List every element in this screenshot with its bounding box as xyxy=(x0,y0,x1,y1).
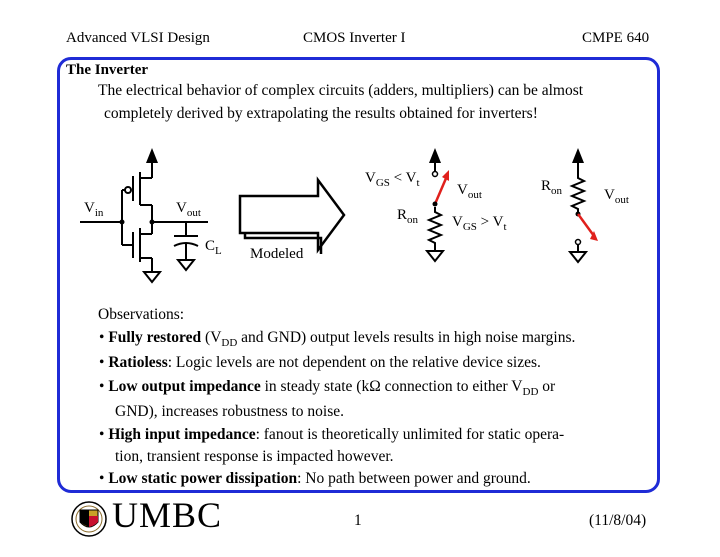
intro-line-2: completely derived by extrapolating the … xyxy=(104,105,538,122)
observations-heading: Observations: xyxy=(98,306,185,323)
vgs-greater-than-vt-label: VGS > Vt xyxy=(452,214,507,233)
slide-title: The Inverter xyxy=(66,62,149,78)
ground-icon xyxy=(424,250,446,263)
modeled-arrow-icon xyxy=(238,176,346,254)
bullet-low-output-impedance-cont: GND), increases robustness to noise. xyxy=(115,403,345,420)
ground-icon xyxy=(175,259,197,272)
load-capacitance-label: CL xyxy=(205,238,222,257)
vout-low-label: Vout xyxy=(604,187,629,206)
content-frame xyxy=(57,57,660,493)
bullet-low-output-impedance: • Low output impedance in steady state (… xyxy=(99,378,556,398)
ron-pmos-label: Ron xyxy=(541,178,563,197)
vout-high-label: Vout xyxy=(457,182,482,201)
vdd-arrow-icon xyxy=(572,148,584,163)
bullet-high-input-impedance-cont: tion, transient response is impacted how… xyxy=(115,448,394,465)
vgs-less-than-vt-label: VGS < Vt xyxy=(365,170,420,189)
umbc-logo-text: UMBC xyxy=(112,495,223,535)
header-course-title: Advanced VLSI Design xyxy=(66,30,210,46)
header-course-code: CMPE 640 xyxy=(582,30,650,46)
vdd-arrow-icon xyxy=(146,148,158,163)
slide-date: (11/8/04) xyxy=(589,512,647,529)
bullet-high-input-impedance: • High input impedance: fanout is theore… xyxy=(99,426,565,443)
vin-label: Vin xyxy=(84,200,104,219)
intro-line-1: The electrical behavior of complex circu… xyxy=(98,82,584,99)
ground-icon xyxy=(567,251,589,264)
header-slide-topic: CMOS Inverter I xyxy=(303,30,406,46)
vdd-arrow-icon xyxy=(429,148,441,163)
bullet-fully-restored: • Fully restored (VDD and GND) output le… xyxy=(99,329,576,349)
bullet-low-static-power: • Low static power dissipation: No path … xyxy=(99,470,531,487)
modeled-label: Modeled xyxy=(250,246,304,262)
bullet-ratioless: • Ratioless: Logic levels are not depend… xyxy=(99,354,541,371)
ground-icon xyxy=(141,271,163,284)
vout-label: Vout xyxy=(176,200,201,219)
ron-nmos-label: Ron xyxy=(397,207,419,226)
page-number: 1 xyxy=(354,512,362,529)
